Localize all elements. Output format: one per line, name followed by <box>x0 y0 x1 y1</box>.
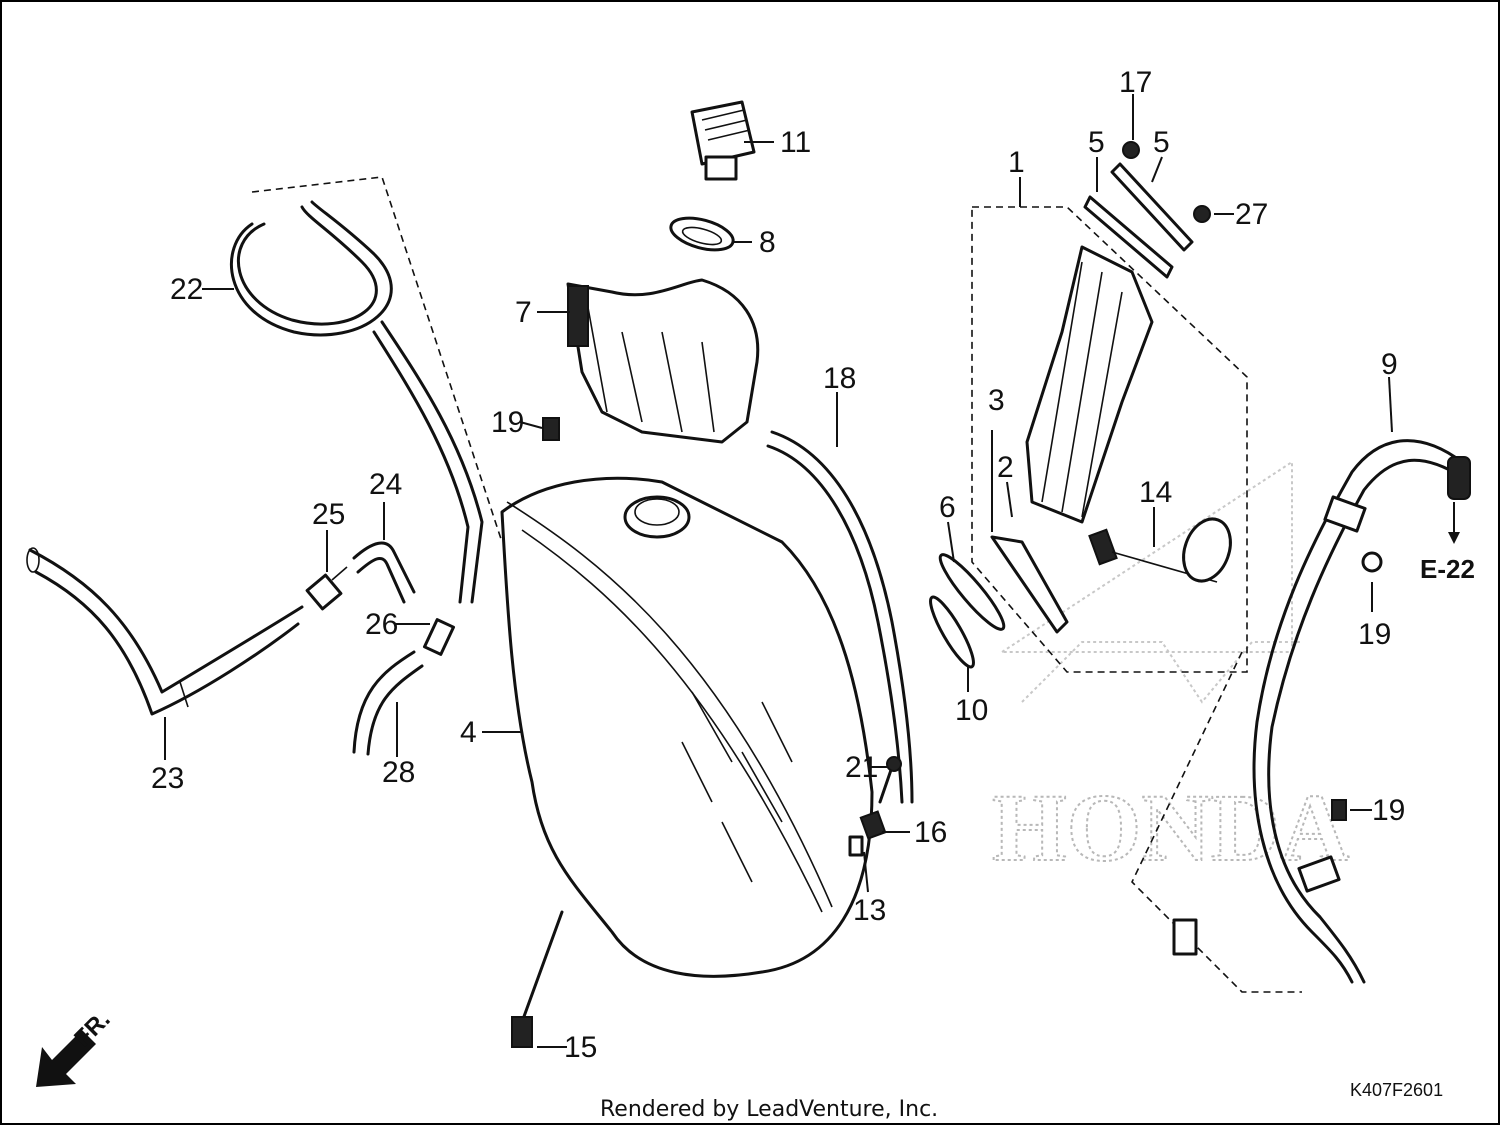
label-22: 22 <box>170 273 203 306</box>
part-3-plate <box>990 535 1069 634</box>
part-4-fuel-tank <box>500 476 874 978</box>
label-3: 3 <box>988 384 1005 417</box>
label-19-tank: 19 <box>491 406 524 439</box>
label-4: 4 <box>460 716 477 749</box>
part-9-hose <box>1131 439 1471 993</box>
label-14: 14 <box>1139 476 1172 509</box>
label-10: 10 <box>955 694 988 727</box>
callout-labels: 1 2 3 4 5 5 6 7 8 9 10 11 13 14 15 16 17… <box>151 66 1405 1064</box>
honda-watermark: HONDA <box>991 460 1350 882</box>
part-24-hose <box>352 541 416 604</box>
part-27-nut <box>1193 205 1211 223</box>
label-18: 18 <box>823 362 856 395</box>
label-5-right: 5 <box>1153 126 1170 159</box>
part-28-hose <box>352 650 424 756</box>
label-6: 6 <box>939 491 956 524</box>
part-23-hose <box>26 547 304 716</box>
label-21: 21 <box>845 751 878 784</box>
label-17: 17 <box>1119 66 1152 99</box>
part-5-bracket <box>1083 162 1194 279</box>
reference-e22: E-22 <box>1420 532 1475 584</box>
part-11-fuel-cap <box>690 100 756 181</box>
front-direction-arrow: FR. <box>36 1006 116 1087</box>
label-27: 27 <box>1235 198 1268 231</box>
watermark-text: HONDA <box>992 774 1349 881</box>
part-10-gasket <box>929 595 975 669</box>
part-15-drain-bolt <box>511 910 564 1048</box>
part-21-bolt <box>878 756 902 804</box>
reference-label: E-22 <box>1420 554 1475 584</box>
label-19-lower: 19 <box>1372 794 1405 827</box>
label-11: 11 <box>780 126 811 159</box>
label-13: 13 <box>853 894 886 927</box>
label-28: 28 <box>382 756 415 789</box>
part-1-fuel-pump <box>971 206 1248 673</box>
label-25: 25 <box>312 498 345 531</box>
label-2: 2 <box>997 451 1014 484</box>
part-13-collar <box>848 835 864 857</box>
part-25-joint <box>305 566 348 611</box>
label-24: 24 <box>369 468 402 501</box>
part-19-bolt-b <box>1361 551 1383 573</box>
part-7-cover <box>566 278 760 444</box>
part-6-gasket <box>938 553 1006 631</box>
part-17-nut <box>1122 141 1140 159</box>
label-19-hose: 19 <box>1358 618 1391 651</box>
part-14-level-sender <box>1088 517 1232 583</box>
label-16: 16 <box>914 816 947 849</box>
label-5-left: 5 <box>1088 126 1105 159</box>
label-9: 9 <box>1381 348 1398 381</box>
part-26-clip <box>423 618 455 656</box>
part-18-hose <box>766 430 914 804</box>
label-7: 7 <box>515 296 532 329</box>
label-26: 26 <box>365 608 398 641</box>
diagram-code: K407F2601 <box>1350 1080 1443 1100</box>
part-19-bolt-c <box>1331 799 1347 821</box>
label-1: 1 <box>1008 146 1025 179</box>
label-15: 15 <box>564 1031 597 1064</box>
label-23: 23 <box>151 762 184 795</box>
part-22-hose <box>230 176 503 604</box>
part-16-grommet <box>859 810 887 840</box>
part-19-bolt-a <box>542 417 560 441</box>
part-8-gasket <box>669 216 735 252</box>
label-8: 8 <box>759 226 776 259</box>
render-credit: Rendered by LeadVenture, Inc. <box>600 1097 938 1122</box>
